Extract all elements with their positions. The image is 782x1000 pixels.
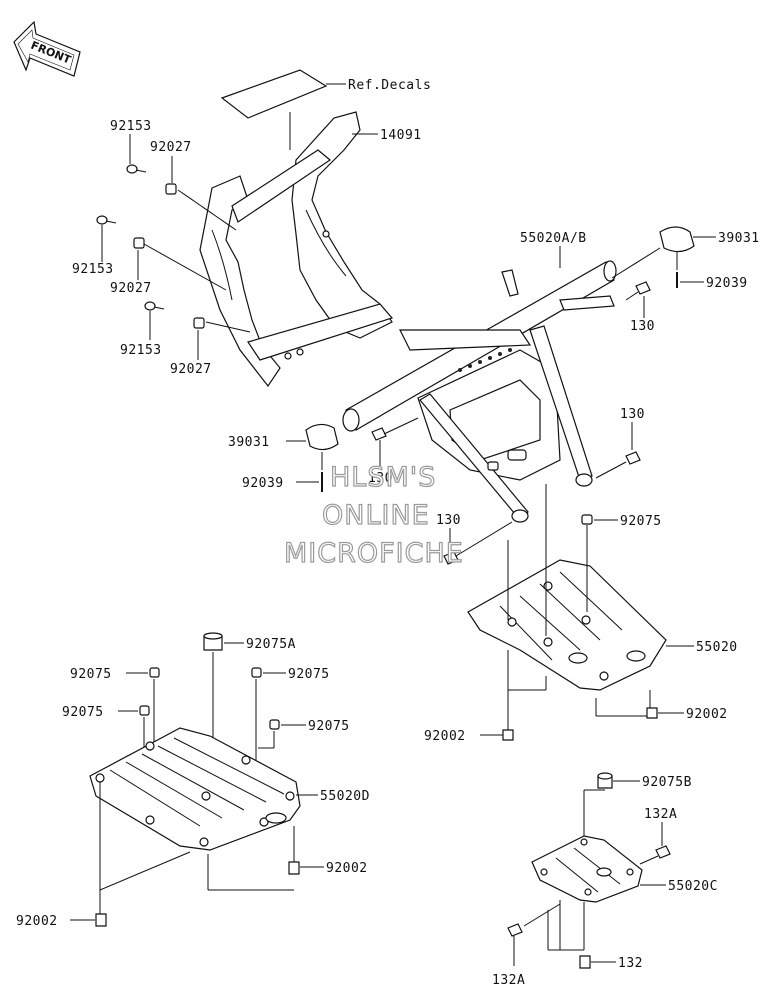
bolt-92002-icon [95, 913, 107, 927]
bolt-132a-icon [507, 923, 523, 937]
label-92075-right: 92075 [620, 514, 662, 529]
front-direction-arrow-icon: FRONT [13, 20, 81, 77]
collar-92075-icon [139, 705, 150, 716]
collar-92075b-icon [597, 772, 613, 789]
label-92153-b: 92153 [72, 262, 114, 277]
tube-frame-55020ab-shape [342, 260, 617, 523]
bolt-92002-icon [502, 729, 514, 741]
label-92075b: 92075B [642, 775, 692, 790]
label-92075a: 92075A [246, 637, 296, 652]
label-92027-a: 92027 [150, 140, 192, 155]
label-39031-left: 39031 [228, 435, 270, 450]
label-132: 132 [618, 956, 643, 971]
label-92002-left-2: 92002 [326, 861, 368, 876]
end-cap-39031-icon [305, 423, 339, 451]
label-92002-right-1: 92002 [424, 729, 466, 744]
collar-92075-icon [269, 719, 280, 730]
label-39031-right: 39031 [718, 231, 760, 246]
label-92039-right: 92039 [706, 276, 748, 291]
bolt-130-icon [371, 417, 419, 441]
skid-plate-55020d-shape [89, 727, 301, 851]
label-132a-right: 132A [644, 807, 677, 822]
label-ref-decals: Ref.Decals [348, 78, 431, 93]
bolt-92153-icon [144, 301, 165, 311]
end-cap-39031-icon [659, 226, 695, 253]
bolt-92153-icon [96, 215, 117, 225]
bolt-130-icon [625, 281, 651, 301]
collar-92027-icon [193, 317, 205, 329]
label-55020: 55020 [696, 640, 738, 655]
collar-92075-icon [149, 667, 160, 678]
watermark-line-2: ONLINE [322, 500, 430, 531]
label-55020c: 55020C [668, 879, 718, 894]
label-92027-c: 92027 [170, 362, 212, 377]
skid-plate-55020c-shape [531, 835, 643, 903]
bolt-132-icon [579, 955, 591, 969]
label-92027-b: 92027 [110, 281, 152, 296]
bolt-92153-icon [126, 164, 147, 174]
collar-92075-icon [581, 514, 593, 525]
bolt-92002-icon [646, 707, 658, 719]
label-132a-left: 132A [492, 973, 525, 988]
label-92002-left-1: 92002 [16, 914, 58, 929]
label-92075-left-3: 92075 [62, 705, 104, 720]
label-92039-left: 92039 [242, 476, 284, 491]
label-130-a: 130 [630, 319, 655, 334]
bolt-92002-icon [288, 861, 300, 875]
label-92002-right-2: 92002 [686, 707, 728, 722]
skid-plate-55020-shape [467, 559, 667, 691]
collar-92027-icon [165, 183, 177, 195]
label-130-b: 130 [620, 407, 645, 422]
collar-92075-icon [251, 667, 262, 678]
decal-sheet-shape [220, 69, 328, 119]
bumper-guard-frame-shape [199, 111, 394, 388]
label-130-d: 130 [436, 513, 461, 528]
bolt-130-icon [443, 521, 513, 565]
label-55020d: 55020D [320, 789, 370, 804]
collar-92075a-icon [203, 632, 223, 651]
watermark-line-3: MICROFICHE [284, 538, 464, 569]
label-14091: 14091 [380, 128, 422, 143]
collar-92027-icon [133, 237, 145, 249]
label-92153-c: 92153 [120, 343, 162, 358]
label-92075-left-2: 92075 [288, 667, 330, 682]
label-130-c: 130 [368, 471, 393, 486]
label-92075-left-4: 92075 [308, 719, 350, 734]
label-55020ab: 55020A/B [520, 231, 587, 246]
label-92075-left-1: 92075 [70, 667, 112, 682]
watermark: HLSM'S ONLINE MICROFICHE [283, 461, 464, 569]
bolt-130-icon [595, 451, 641, 479]
label-92153-a: 92153 [110, 119, 152, 134]
bolt-132a-icon [639, 845, 671, 865]
watermark-line-1: HLSM'S [330, 462, 436, 493]
